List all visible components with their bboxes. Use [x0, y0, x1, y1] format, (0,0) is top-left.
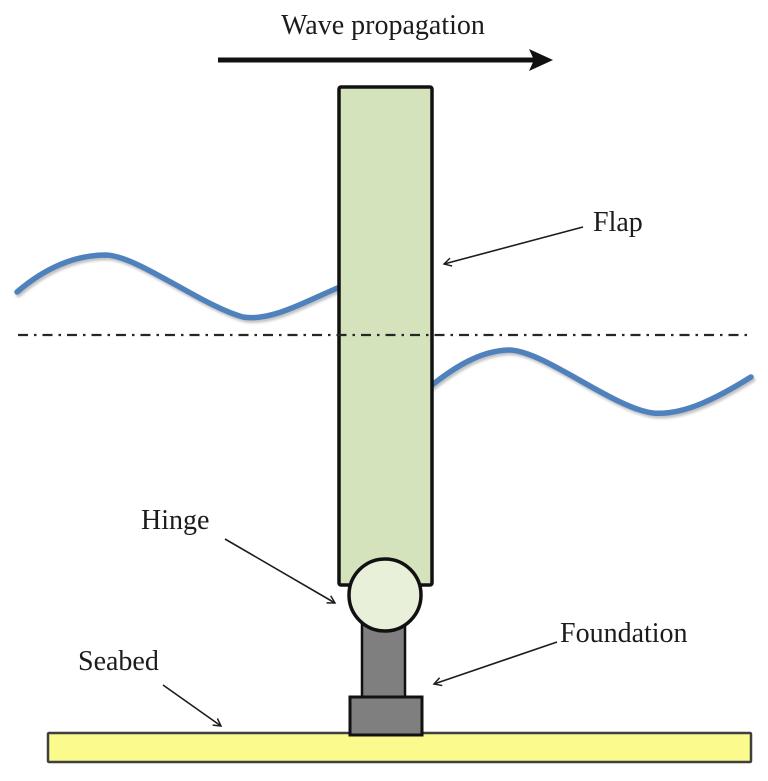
- seabed-pointer-arrow: [162, 684, 223, 727]
- seabed-label: Seabed: [78, 646, 159, 677]
- flap-pointer-arrow: [442, 226, 584, 267]
- flap-label: Flap: [593, 207, 643, 238]
- foundation-base: [348, 695, 424, 737]
- wave-propagation-title: Wave propagation: [281, 10, 485, 41]
- water-wave-right: [429, 347, 754, 416]
- hinge-circle: [347, 557, 423, 633]
- hinge-pointer-arrow: [224, 538, 337, 604]
- foundation-label: Foundation: [560, 618, 688, 649]
- water-wave-left: [14, 252, 343, 321]
- wave-propagation-arrowhead: [529, 49, 553, 71]
- hinge-label: Hinge: [141, 505, 210, 536]
- foundation-pointer-arrow: [432, 641, 558, 687]
- seabed-shape: [46, 731, 753, 764]
